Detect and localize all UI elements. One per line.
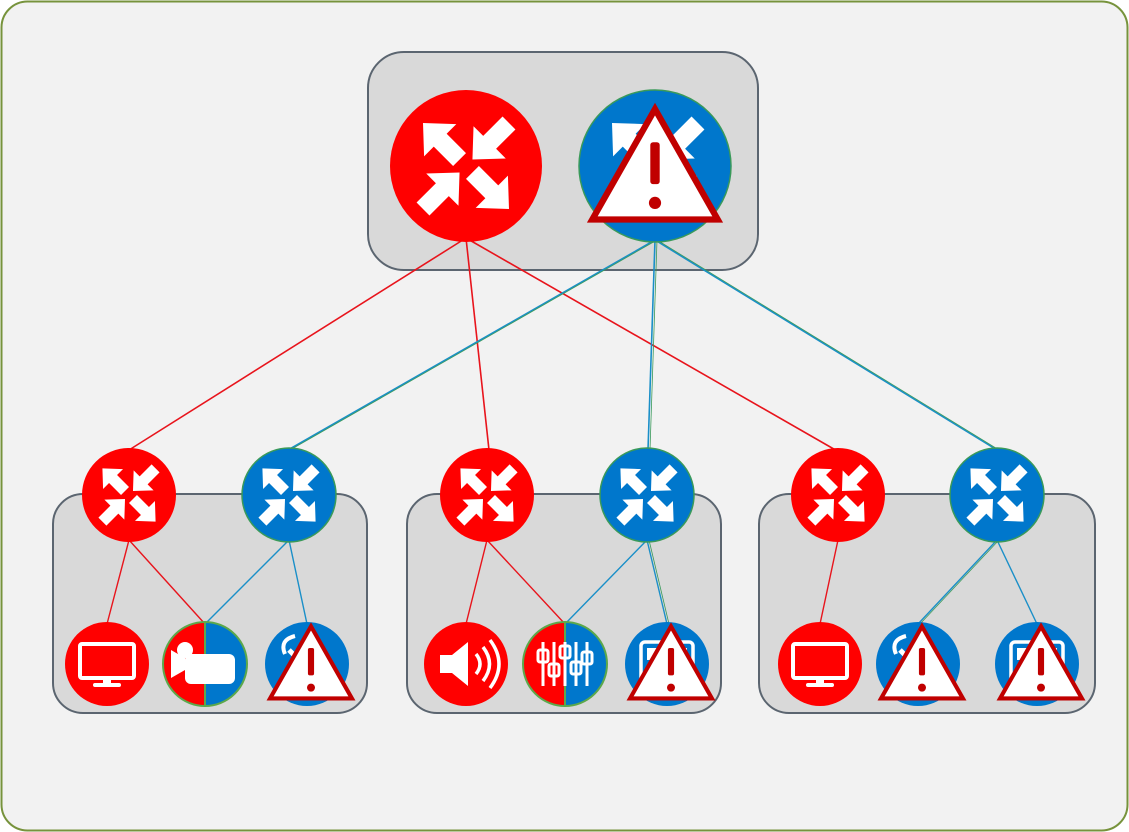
- endpoint-2-3[interactable]: [625, 622, 716, 706]
- network-switch-icon: [416, 116, 516, 216]
- uplink-blue-1b: [289, 239, 658, 451]
- uplink-blue-2b: [649, 239, 658, 451]
- video-camera-icon: [171, 642, 235, 684]
- access-switch-a-1[interactable]: [82, 448, 176, 542]
- network-switch-icon: [456, 464, 518, 526]
- endpoint-1-2[interactable]: [162, 621, 248, 707]
- device-links: [106, 539, 1038, 625]
- endpoint-1-3[interactable]: [265, 622, 356, 706]
- uplinks: [128, 237, 1000, 453]
- access-switch-b-2[interactable]: [599, 447, 695, 543]
- endpoint-3-2[interactable]: [876, 622, 967, 706]
- access-switch-a-3[interactable]: [791, 448, 885, 542]
- network-switch-icon: [966, 464, 1028, 526]
- audio-mixer-icon: [536, 642, 594, 686]
- network-switch-icon: [807, 464, 869, 526]
- network-switch-icon: [98, 464, 160, 526]
- uplink-blue-2: [647, 239, 656, 451]
- core-switch-b[interactable]: [578, 89, 732, 243]
- network-switch-icon: [258, 464, 320, 526]
- display-monitor-icon: [791, 642, 849, 687]
- warning-icon: [626, 622, 716, 701]
- uplink-blue-1: [287, 239, 656, 451]
- access-switch-b-1[interactable]: [241, 447, 337, 543]
- uplink-red-3: [465, 237, 840, 453]
- uplink-red-2: [465, 237, 490, 451]
- network-switch-icon: [616, 464, 678, 526]
- access-switch-a-2[interactable]: [440, 448, 534, 542]
- endpoint-3-1[interactable]: [778, 622, 862, 706]
- uplink-blue-3b: [656, 239, 1000, 451]
- core-switch-a[interactable]: [390, 90, 542, 242]
- endpoint-3-3[interactable]: [995, 622, 1086, 706]
- speaker-icon: [440, 638, 501, 690]
- warning-icon: [877, 622, 967, 701]
- access-switch-b-3[interactable]: [949, 447, 1045, 543]
- warning-icon: [996, 622, 1086, 701]
- uplink-red-1: [128, 237, 467, 451]
- display-monitor-icon: [78, 642, 136, 687]
- endpoint-2-1[interactable]: [424, 622, 508, 706]
- uplink-blue-3: [654, 239, 998, 451]
- endpoint-2-2[interactable]: [522, 621, 608, 707]
- endpoint-1-1[interactable]: [65, 622, 149, 706]
- warning-icon: [586, 102, 724, 223]
- warning-icon: [266, 622, 356, 701]
